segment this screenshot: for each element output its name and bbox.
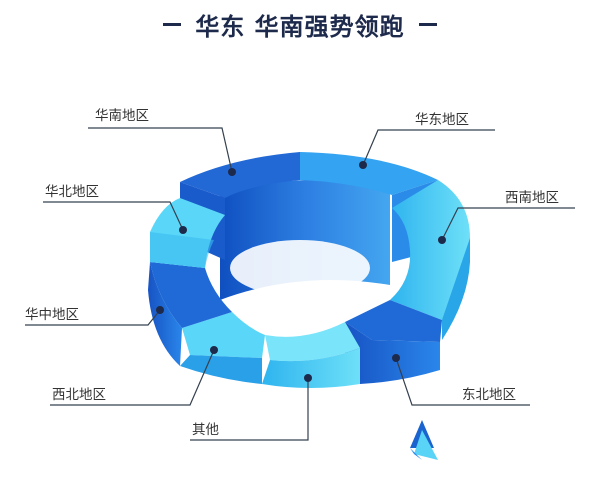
dot-north-china: [179, 226, 187, 234]
dot-southwest: [438, 236, 446, 244]
dot-northeast: [392, 354, 400, 362]
ring-hole: [230, 240, 370, 296]
label-northeast: 东北地区: [462, 387, 516, 403]
ring-segment-central-china-side: [148, 262, 182, 366]
logo-mark: [410, 420, 438, 460]
leader-line-north-china: [43, 201, 184, 231]
ring-segment-southwest-top: [390, 180, 470, 320]
leader-lines: [25, 127, 575, 441]
label-north-china: 华北地区: [45, 184, 99, 200]
label-southwest: 西南地区: [505, 190, 559, 206]
dot-northwest: [210, 346, 218, 354]
chart-title-text: 华东 华南强势领跑: [195, 12, 405, 41]
title-right-dash: [418, 22, 437, 26]
label-east-china: 华东地区: [415, 112, 469, 128]
label-northwest: 西北地区: [52, 387, 106, 403]
label-other: 其他: [192, 422, 219, 438]
ring-segment-other-side: [262, 348, 360, 388]
ring-segment-south-china-top: [180, 152, 300, 198]
ring-segment-central-china-top: [150, 262, 232, 328]
dot-other: [304, 374, 312, 382]
ring-segment-north-china-side: [150, 232, 214, 268]
leader-line-northwest: [50, 349, 215, 406]
ring-segment-northeast-top: [345, 300, 442, 342]
leader-line-central-china: [25, 309, 161, 326]
leader-line-southwest: [441, 207, 575, 241]
ring-segment-northwest-top: [182, 312, 265, 358]
dot-east-china: [359, 161, 367, 169]
leader-line-east-china: [362, 129, 495, 166]
ring-segment-east-china-top: [300, 152, 438, 195]
leader-line-south-china: [88, 127, 233, 173]
leader-line-northeast: [395, 357, 530, 406]
anchor-dots: [156, 161, 446, 382]
leader-line-other: [190, 378, 309, 441]
label-south-china: 华南地区: [95, 108, 149, 124]
ring-segment-northeast-side: [345, 322, 440, 384]
ring-segment-southwest-side: [442, 238, 470, 340]
title-left-dash: [163, 22, 182, 26]
chart-title: 华东 华南强势领跑: [0, 6, 600, 42]
ring-segment-other-top: [265, 322, 360, 362]
label-central-china: 华中地区: [25, 307, 79, 323]
ring-segment-northwest-side: [180, 355, 262, 384]
dot-central-china: [156, 306, 164, 314]
dot-south-china: [228, 168, 236, 176]
